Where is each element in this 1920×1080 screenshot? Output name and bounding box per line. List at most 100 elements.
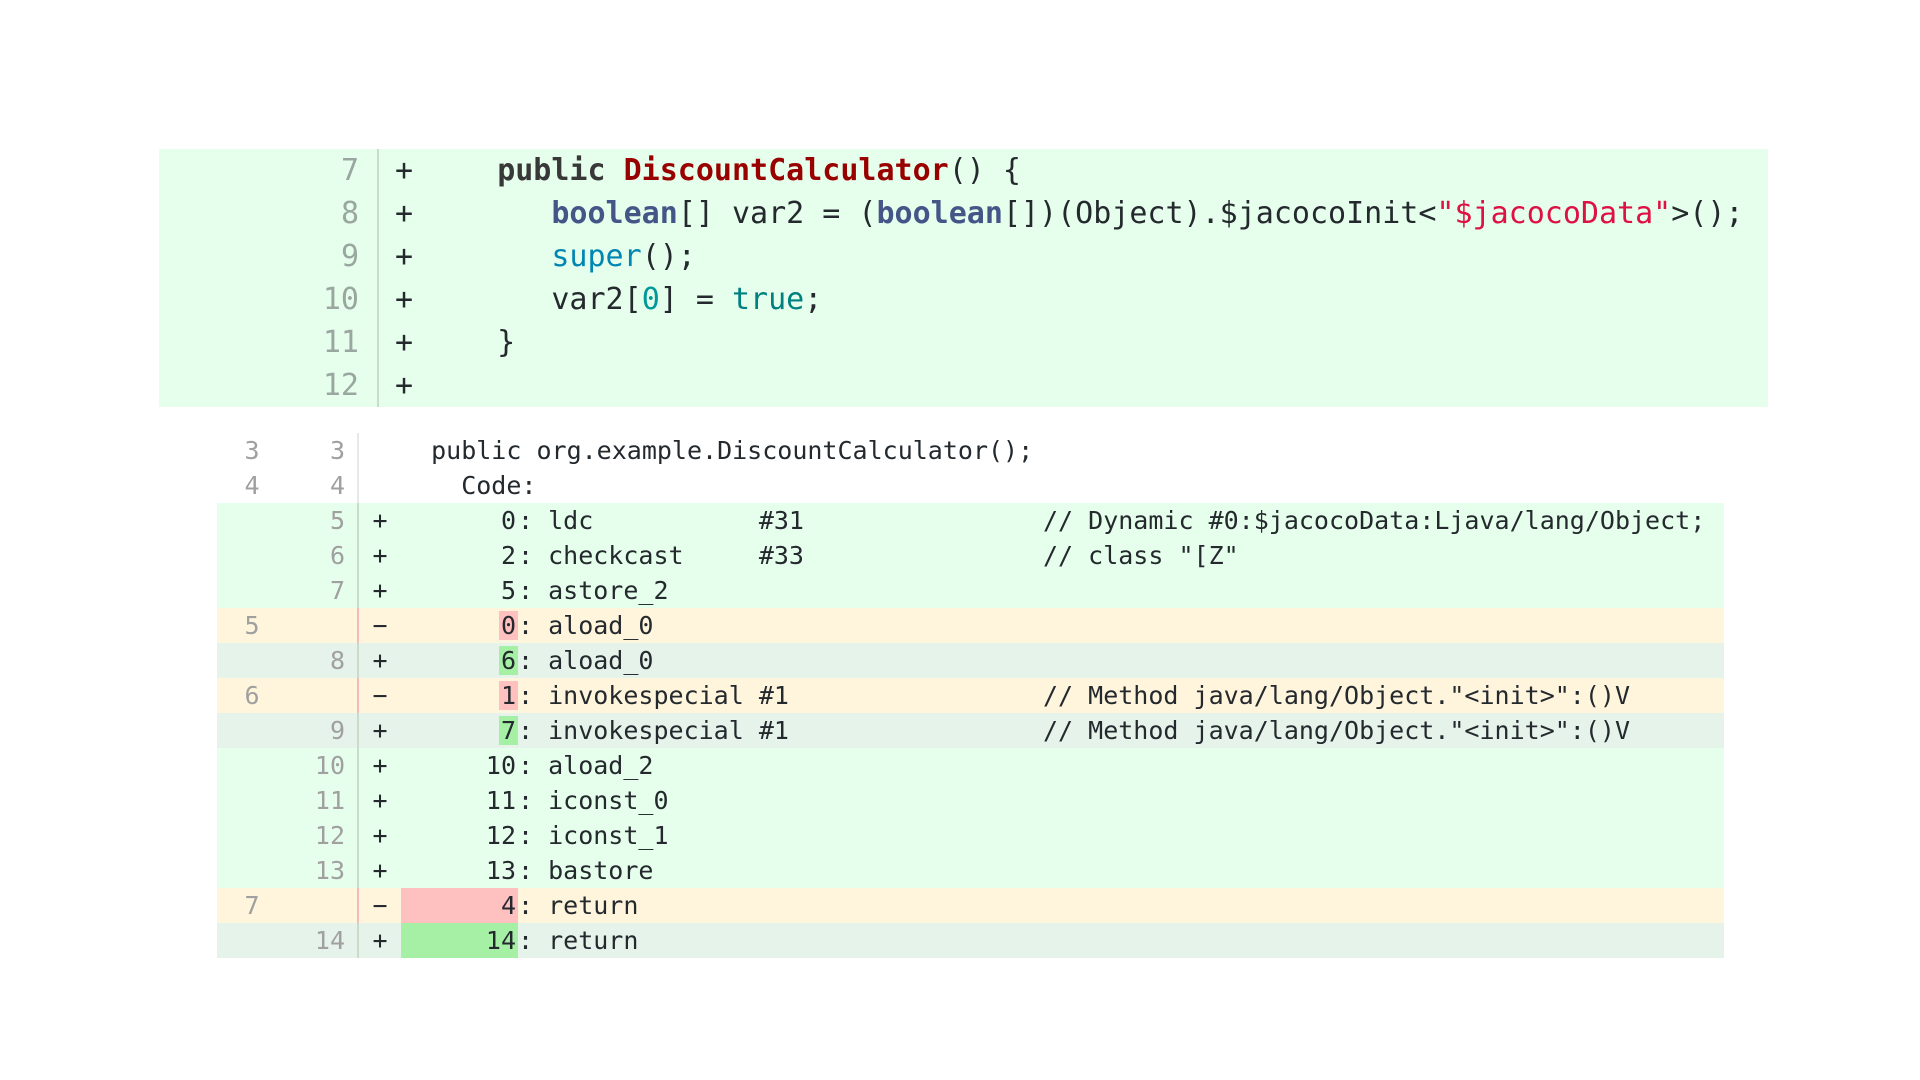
new-line-number: 3 — [329, 436, 345, 465]
bytecode-offset: 13 — [401, 853, 518, 888]
bytecode-offset: 0 — [401, 503, 518, 538]
line-number: 7 — [340, 153, 359, 188]
bytecode-instruction: : return — [518, 891, 639, 920]
added-marker: + — [372, 576, 388, 605]
offset-value: 10 — [485, 751, 516, 780]
added-marker: + — [372, 926, 388, 955]
code-line: var2[0] = true; — [429, 278, 1768, 321]
old-line-number: 7 — [244, 891, 260, 920]
gutter-divider — [357, 538, 359, 573]
bytecode-removed-row: 6−1: invokespecial #1// Method java/lang… — [217, 678, 1724, 713]
removed-marker: − — [372, 681, 388, 710]
old-line-number — [217, 923, 287, 958]
bytecode-instruction: : aload_0 — [518, 611, 654, 640]
old-line-number: 3 — [244, 436, 260, 465]
bytecode-offset: 2 — [401, 538, 518, 573]
diff-marker — [359, 433, 401, 468]
added-marker: + — [372, 751, 388, 780]
bytecode-offset: 12 — [401, 818, 518, 853]
new-line-number: 7 — [329, 576, 345, 605]
bytecode-offset: 0 — [401, 608, 518, 643]
new-line-number: 12 — [314, 821, 345, 850]
added-marker: + — [372, 541, 388, 570]
offset-value: 6 — [498, 646, 518, 675]
added-marker: + — [372, 786, 388, 815]
added-marker: + — [394, 239, 414, 274]
source-diff-row: 9+ super(); — [159, 235, 1768, 278]
new-line-number: 4 — [329, 471, 345, 500]
code-token: true — [732, 282, 805, 317]
bytecode-comment: // Dynamic #0:$jacocoData:Ljava/lang/Obj… — [1043, 506, 1706, 535]
gutter-divider — [377, 321, 379, 364]
offset-value: 0 — [500, 506, 516, 535]
source-diff-row: 7+ public DiscountCalculator() { — [159, 149, 1768, 192]
new-line-number: 13 — [314, 856, 345, 885]
code-token: () { — [948, 153, 1021, 188]
old-line-number: 4 — [244, 471, 260, 500]
gutter-divider — [357, 888, 359, 923]
bytecode-comment — [1043, 853, 1724, 888]
bytecode-text: public org.example.DiscountCalculator(); — [401, 436, 1034, 465]
bytecode-added-row: 10+10: aload_2 — [217, 748, 1724, 783]
bytecode-comment — [1043, 573, 1724, 608]
bytecode-comment — [1043, 608, 1724, 643]
old-line-number: 5 — [244, 611, 260, 640]
bytecode-context-row: 3 3 public org.example.DiscountCalculator… — [217, 433, 1724, 468]
bytecode-offset: 6 — [401, 643, 518, 678]
code-token: } — [443, 325, 516, 360]
bytecode-added-row: 7+5: astore_2 — [217, 573, 1724, 608]
gutter-divider — [357, 853, 359, 888]
gutter-divider — [357, 923, 359, 958]
bytecode-added-row: 6 +2: checkcast #33 // class "[Z" — [217, 538, 1724, 573]
bytecode-instruction: : astore_2 — [518, 576, 669, 605]
bytecode-added-row: 5+0: ldc #31// Dynamic #0:$jacocoData:Lj… — [217, 503, 1724, 538]
gutter-divider — [357, 748, 359, 783]
bytecode-instruction: : invokespecial #1 — [518, 716, 789, 745]
old-line-number — [217, 713, 287, 748]
bytecode-comment — [1043, 923, 1724, 958]
line-number: 9 — [340, 239, 359, 274]
new-line-number: 8 — [329, 646, 345, 675]
code-token: ] = — [659, 282, 732, 317]
old-line-number — [217, 853, 287, 888]
added-marker: + — [372, 856, 388, 885]
added-marker: + — [394, 196, 414, 231]
bytecode-offset: 7 — [401, 713, 518, 748]
new-line-number: 6 — [329, 541, 345, 570]
bytecode-instruction: : invokespecial #1 — [518, 681, 789, 710]
bytecode-offset: 11 — [401, 783, 518, 818]
offset-value: 12 — [485, 821, 516, 850]
removed-marker: − — [372, 891, 388, 920]
gutter-divider — [357, 608, 359, 643]
line-number: 10 — [322, 282, 359, 317]
bytecode-added-row: 12+12: iconst_1 — [217, 818, 1724, 853]
new-line-number: 9 — [329, 716, 345, 745]
bytecode-added-row: 13+13: bastore — [217, 853, 1724, 888]
added-marker: + — [394, 368, 414, 403]
code-line — [429, 364, 1768, 407]
offset-value: 14 — [485, 926, 516, 955]
source-diff-panel: 7+ public DiscountCalculator() {8+ boole… — [159, 149, 1768, 407]
bytecode-added-row: 9+7: invokespecial #1// Method java/lang… — [217, 713, 1724, 748]
offset-value: 4 — [500, 891, 516, 920]
source-diff-row: 8+ boolean[] var2 = (boolean[])(Object).… — [159, 192, 1768, 235]
bytecode-removed-row: 7 − 4: return — [217, 888, 1724, 923]
new-line-number — [287, 678, 357, 713]
bytecode-added-row: 8+6: aload_0 — [217, 643, 1724, 678]
code-token — [443, 153, 497, 188]
gutter-divider — [377, 364, 379, 407]
bytecode-offset: 4 — [401, 888, 518, 923]
bytecode-comment: // class "[Z" — [1043, 541, 1239, 570]
offset-value: 1 — [498, 681, 518, 710]
bytecode-instruction: : checkcast #33 — [518, 541, 804, 570]
code-token: 0 — [641, 282, 660, 317]
old-line-number — [217, 818, 287, 853]
line-number: 8 — [340, 196, 359, 231]
new-line-number: 10 — [314, 751, 345, 780]
old-line-number — [217, 503, 287, 538]
gutter-divider — [357, 433, 359, 468]
gutter-divider — [357, 678, 359, 713]
bytecode-comment: // Method java/lang/Object."<init>":()V — [1043, 681, 1630, 710]
new-line-number: 11 — [314, 786, 345, 815]
